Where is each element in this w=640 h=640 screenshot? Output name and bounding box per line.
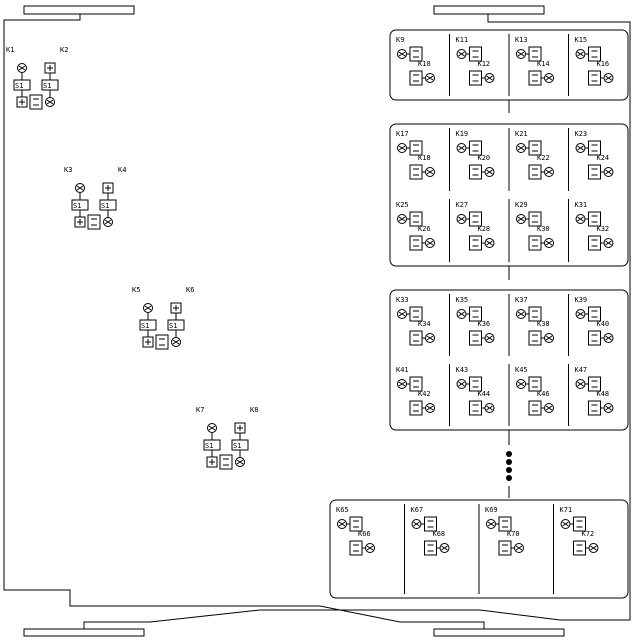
round-key-label: K18 [418,154,431,162]
round-key-label: K40 [597,320,610,328]
round-key-label: K26 [418,225,431,233]
key-label: K8 [250,406,258,414]
right-trunk [83,14,631,629]
round-key-label: K22 [537,154,550,162]
round-key-label: K42 [418,390,431,398]
round-key-label: K72 [582,530,595,538]
round-key-label: K13 [515,36,528,44]
round-block-3: K33K34K35K36K37K38K39K40K41K42K43K44K45K… [389,289,629,431]
round-key-label: K16 [597,60,610,68]
round-key-label: K32 [597,225,610,233]
round-key-label: K10 [418,60,431,68]
bottom-right-bus [433,628,565,637]
round-key-label: K69 [485,506,498,514]
sbox-label: S1 [43,82,51,90]
key-label: K2 [60,46,68,54]
round-key-label: K20 [478,154,491,162]
round-key-label: K12 [478,60,491,68]
round-key-label: K43 [456,366,469,374]
round-key-label: K31 [575,201,588,209]
top-right-bus [433,5,545,15]
round-key-label: K19 [456,130,469,138]
bottom-left-bus [23,628,145,637]
round-key-label: K39 [575,296,588,304]
round-key-label: K30 [537,225,550,233]
key-label: K7 [196,406,204,414]
vertical-ellipsis [506,451,512,481]
round-key-label: K23 [575,130,588,138]
key-label: K3 [64,166,72,174]
round-key-label: K35 [456,296,469,304]
key-label: K4 [118,166,126,174]
round-key-label: K33 [396,296,409,304]
round-key-label: K21 [515,130,528,138]
top-left-bus [23,5,135,15]
round-key-label: K24 [597,154,610,162]
round-key-label: K37 [515,296,528,304]
round-key-label: K65 [336,506,349,514]
round-key-label: K41 [396,366,409,374]
round-key-label: K71 [560,506,573,514]
sbox-label: S1 [205,442,213,450]
round-key-label: K67 [411,506,424,514]
round-key-label: K28 [478,225,491,233]
round-key-label: K68 [433,530,446,538]
key-label: K1 [6,46,14,54]
round-key-label: K9 [396,36,404,44]
round-key-label: K66 [358,530,371,538]
sbox-label: S1 [15,82,23,90]
key-label: K5 [132,286,140,294]
round-block-2: K17K18K19K20K21K22K23K24K25K26K27K28K29K… [389,123,629,267]
round-key-label: K11 [456,36,469,44]
round-key-label: K44 [478,390,491,398]
round-key-label: K29 [515,201,528,209]
sbox-label: S1 [141,322,149,330]
round-key-label: K45 [515,366,528,374]
round-key-label: K34 [418,320,431,328]
sbox-label: S1 [169,322,177,330]
round-key-label: K38 [537,320,550,328]
sbox-label: S1 [233,442,241,450]
round-key-label: K46 [537,390,550,398]
round-key-label: K70 [507,530,520,538]
left-trunk [3,14,485,629]
round-key-label: K15 [575,36,588,44]
round-key-label: K25 [396,201,409,209]
round-key-label: K27 [456,201,469,209]
round-key-label: K14 [537,60,550,68]
sbox-label: S1 [73,202,81,210]
key-label: K6 [186,286,194,294]
round-key-label: K36 [478,320,491,328]
round-key-label: K17 [396,130,409,138]
sbox-label: S1 [101,202,109,210]
round-key-label: K48 [597,390,610,398]
round-key-label: K47 [575,366,588,374]
